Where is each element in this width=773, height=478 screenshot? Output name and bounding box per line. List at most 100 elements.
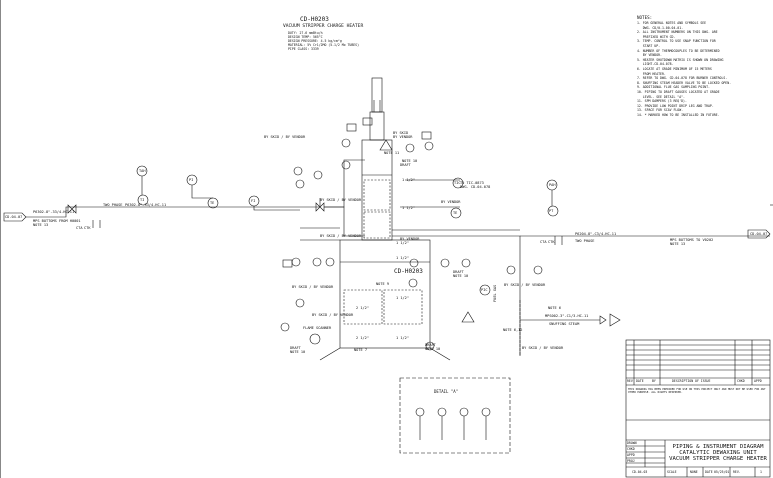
- draft-label: DRAFT: [453, 270, 464, 274]
- instrument-tag: PAH: [549, 183, 556, 187]
- spec-line: DESIGN TEMP: 565°C: [288, 35, 323, 39]
- titleblock-notice: THIS DRAWING HAS BEEN PREPARED FOR USE O…: [628, 388, 766, 395]
- by-vendor-label: BY VENDOR: [441, 200, 461, 204]
- line-number: P6302-8"-33/4-HC-11: [125, 203, 167, 207]
- rev-label: REV.: [733, 470, 741, 474]
- snuff-line-no: MPS002-3"-C1/3-HC-11: [545, 314, 589, 318]
- note-line: 13. SPACE FOR SCAV FLOW.: [637, 108, 684, 113]
- note-11-label: NOTE 11: [384, 151, 400, 155]
- approved-label: APPD: [627, 453, 635, 457]
- by-skid-label: BY SKID: [393, 131, 409, 135]
- pipe-size: 1 1/2": [396, 336, 409, 340]
- note-line: 2. ALL INSTRUMENT NUMBERS ON THIS DWG. A…: [637, 30, 718, 35]
- flame-scanner-label: FLAME SCANNER: [303, 326, 332, 330]
- inlet-line-no: P6302-8"-33/4-HC-11: [33, 210, 75, 214]
- notes-heading: NOTES:: [637, 15, 653, 20]
- note-9-label: NOTE 9: [376, 282, 389, 286]
- spec-line: MATERIAL: 5% Cr1/2MO (5-1/2 Mo TUBES): [288, 43, 360, 47]
- pipe-size: 1 1/2": [396, 256, 409, 260]
- pipe-size: 2 1/2": [356, 306, 369, 310]
- title-line: CATALYTIC DEWAXING UNIT: [679, 450, 757, 457]
- note-line: 5. HEATER SHUTDOWN MATRIX IS SHOWN ON DR…: [637, 57, 724, 62]
- note-line: 12. PROVIDE LOW POINT DRIP LEG AND TRAP.: [637, 103, 714, 108]
- note-10-label: NOTE 10: [290, 350, 306, 354]
- title-line: VACUUM STRIPPER CHARGE HEATER: [669, 456, 767, 463]
- proj-label: PROJ: [627, 459, 635, 463]
- note-line: 10. PIPING TO DRAFT GAUGES LOCATED AT GR…: [637, 89, 720, 94]
- note-line: BY VENDOR.: [637, 53, 662, 58]
- date-value: 05/25/01: [714, 470, 730, 474]
- fuel-gas-label: FUEL GAS: [493, 284, 497, 302]
- pipe-size: 1 1/2": [402, 206, 415, 210]
- by-skid-vendor-label: BY SKID / BY VENDOR: [312, 313, 354, 317]
- note-line: 7. REFER TO DWG. CD-04-078 FOR BURNER CO…: [637, 76, 728, 81]
- dwg-ref-label: DWG. CD-04-078: [460, 185, 491, 189]
- notes-list: 1. FOR GENERAL NOTES AND SYMBOLS SEE DWG…: [637, 21, 731, 117]
- note-line: LIGHT-CD-04-078.: [637, 62, 674, 67]
- ctk-label: CTK: [84, 226, 91, 230]
- outlet-note2: NOTE 13: [670, 242, 686, 246]
- heater-title: VACUUM STRIPPER CHARGE HEATER: [283, 24, 364, 29]
- rev-col: REV: [627, 379, 633, 383]
- rev-col: BY: [652, 379, 656, 383]
- note-line: 6. LOCATE AT GRADE MINIMUM OF 15 METERS: [637, 66, 712, 71]
- note-line: 14. * MARKED HOW TO BE INSTALLED IN FUTU…: [637, 112, 720, 117]
- heater-radiant: [339, 239, 431, 349]
- title-line: PIPING & INSTRUMENT DIAGRAM: [672, 444, 764, 450]
- rev-col: DATE: [636, 379, 644, 383]
- note-line: 9. ADDITIONAL FLUE GAS SAMPLING POINT.: [637, 85, 710, 90]
- title-block: [625, 339, 771, 478]
- to-tic-label: TO TIC-0873: [460, 181, 484, 185]
- date-label: DATE: [705, 470, 713, 474]
- instrument-tag: PIC: [481, 288, 488, 292]
- drawing-number: CD-04-03: [632, 470, 648, 474]
- by-skid-vendor-label: BY SKID / BY VENDOR: [522, 346, 564, 350]
- note-10-label: NOTE 10: [402, 159, 418, 163]
- detail-a-gauges: [415, 407, 491, 440]
- instrument-tag: TAH: [139, 169, 146, 173]
- detail-a-box: [399, 377, 511, 454]
- pipe-size: 1 1/2": [396, 241, 409, 245]
- detail-a-label: DETAIL "A": [434, 389, 459, 394]
- note-7-label: NOTE 7: [354, 348, 367, 352]
- spec-line: DUTY: 27.6 mmBtu/h: [288, 31, 323, 35]
- ctk-label: CTK: [548, 240, 555, 244]
- draft-label: DRAFT: [400, 163, 411, 167]
- outlet-connector: [747, 229, 771, 239]
- by-skid-vendor-label: BY SKID / BY VENDOR: [320, 234, 362, 238]
- inlet-connector: [3, 212, 27, 222]
- scale-label: SCALE: [667, 470, 677, 474]
- note-line: 8. SNUFFING STEAM HEADER VALVE TO BE LOC…: [637, 80, 732, 85]
- note-line: 1. FOR GENERAL NOTES AND SYMBOLS SEE: [637, 21, 707, 25]
- instrument-tag: TE: [210, 201, 215, 205]
- outlet-connector-label: CD-04-07: [750, 232, 768, 236]
- note-line: START UP.: [637, 43, 661, 48]
- cta-label: CTA: [76, 226, 83, 230]
- inlet-note2: NOTE 13: [33, 223, 49, 227]
- rev-value: 1: [760, 470, 762, 474]
- note-line: LEVEL. SEE DETAIL "A".: [637, 94, 685, 99]
- snuffing-steam-label: SNUFFING STEAM: [549, 322, 580, 326]
- by-skid-vendor-label: BY SKID / BY VENDOR: [264, 135, 306, 139]
- note-line: 11. SPM DAMPERS (3 REQ'D).: [637, 99, 687, 104]
- drawn-label: DRAWN: [627, 441, 637, 445]
- rev-col: APPD: [754, 379, 762, 383]
- outlet-line-no: P6204-8"-C3/4-HC-11: [575, 232, 617, 236]
- instrument-tag: TE: [453, 211, 458, 215]
- instrument-tag: TI: [140, 198, 145, 202]
- outlet-note: MPS BOTTOMS TO V0202: [670, 238, 714, 242]
- two-phase-label: TWO PHASE: [103, 203, 123, 207]
- note-line: 3. TEMP. CONTROL TO USE SNAP FUNCTION FO…: [637, 39, 716, 44]
- by-vendor-label: BY VENDOR: [400, 237, 420, 241]
- checked-label: CHKD: [627, 447, 635, 451]
- note-6-label: NOTE 6: [548, 306, 561, 310]
- note-line: PREFIXED WITH CD.: [637, 34, 676, 39]
- instrument-tag: PT: [549, 209, 554, 213]
- scale-value: NONE: [690, 470, 698, 474]
- pipe-size: 1 1/2": [402, 178, 415, 182]
- note-6-12-label: NOTE 6,12: [503, 328, 523, 332]
- note-line: DWG. CD/0-1-00-04-01.: [637, 25, 684, 30]
- draft-label: DRAFT: [290, 346, 301, 350]
- rev-col: CHKD: [737, 379, 745, 383]
